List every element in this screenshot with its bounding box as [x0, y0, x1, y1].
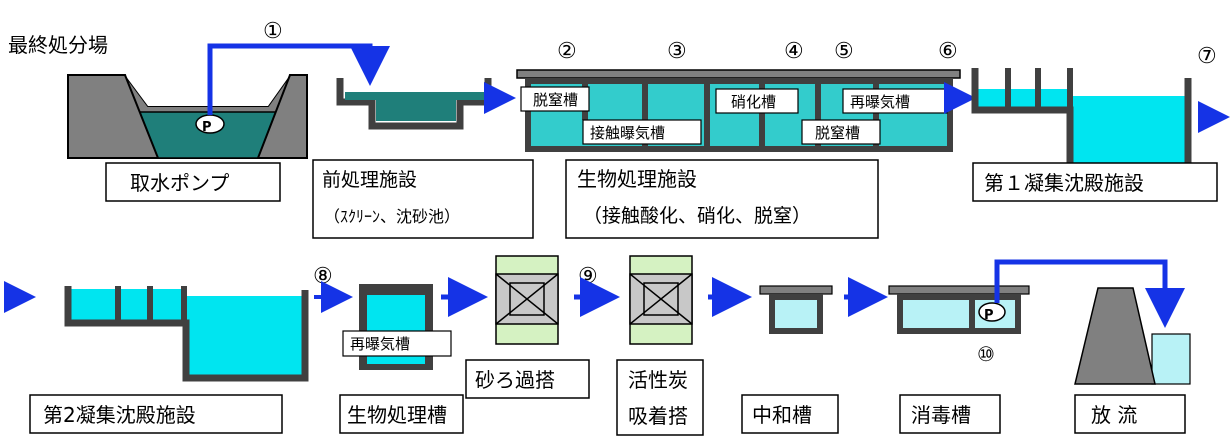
svg-text:取水ポンプ: 取水ポンプ [130, 171, 229, 195]
coag1-tank [971, 68, 1192, 172]
step-marker-10: ⑩ [977, 342, 995, 366]
step-marker-9: ⑨ [578, 264, 598, 289]
svg-text:P: P [984, 308, 994, 323]
step-marker-8: ⑧ [313, 264, 333, 289]
coag2-tank [64, 286, 309, 382]
label-bio-treatment: 生物処理施設 （接触酸化、硝化、脱窒） [565, 159, 879, 239]
svg-text:接触曝気槽: 接触曝気槽 [590, 124, 665, 142]
svg-text:（ｽｸﾘｰﾝ、沈砂池）: （ｽｸﾘｰﾝ、沈砂池） [324, 207, 460, 226]
tank-label-contact-aeration: 接触曝気槽 [582, 119, 702, 145]
label-discharge: 放 流 [1074, 394, 1186, 434]
svg-text:吸着搭: 吸着搭 [628, 404, 688, 428]
svg-text:P: P [202, 120, 212, 135]
svg-text:硝化槽: 硝化槽 [731, 93, 776, 111]
pretreatment-tank [336, 78, 492, 130]
label-neutralization: 中和槽 [741, 394, 839, 434]
tank-label-denitrification-2: 脱窒槽 [801, 119, 881, 145]
svg-text:脱窒槽: 脱窒槽 [815, 124, 860, 142]
step-marker-7: ⑦ [1197, 44, 1217, 69]
landfill-pit [67, 74, 308, 159]
step-marker-1: ① [263, 19, 283, 44]
discharge-embankment [1074, 287, 1191, 385]
label-coag2: 第2凝集沈殿施設 [29, 394, 283, 434]
intake-pipe [207, 43, 390, 115]
label-disinfection: 消毒槽 [899, 394, 1001, 434]
discharge-pump-symbol: P [978, 302, 1006, 323]
svg-text:砂ろ過搭: 砂ろ過搭 [475, 368, 555, 392]
svg-text:再曝気槽: 再曝気槽 [350, 335, 410, 353]
step-marker-3: ③ [667, 39, 687, 64]
bio-tank [359, 284, 433, 370]
label-sand-filter: 砂ろ過搭 [465, 359, 590, 399]
tank-label-nitrification: 硝化槽 [715, 88, 799, 114]
svg-text:（接触酸化、硝化、脱窒）: （接触酸化、硝化、脱窒） [583, 205, 811, 227]
disinfection-tank [888, 285, 1030, 334]
svg-text:脱窒槽: 脱窒槽 [533, 91, 578, 109]
sand-filter-tower [495, 255, 559, 345]
step-marker-2: ② [557, 39, 577, 64]
label-activated-carbon: 活性炭 吸着搭 [616, 359, 704, 436]
step-marker-6: ⑥ [938, 39, 958, 64]
svg-text:生物処理槽: 生物処理槽 [347, 403, 447, 427]
svg-text:生物処理施設: 生物処理施設 [577, 167, 697, 191]
svg-text:消毒槽: 消毒槽 [911, 403, 971, 427]
label-pretreatment: 前処理施設 （ｽｸﾘｰﾝ、沈砂池） [312, 159, 534, 239]
tank-label-denitrification-1: 脱窒槽 [520, 86, 590, 112]
svg-text:放 流: 放 流 [1091, 403, 1137, 427]
svg-text:前処理施設: 前処理施設 [322, 169, 417, 191]
discharge-pipe [994, 259, 1185, 328]
tank-label-reaeration-1: 再曝気槽 [842, 88, 948, 114]
site-label: 最終処分場 [8, 33, 108, 57]
neutralization-tank [759, 285, 833, 334]
svg-text:中和槽: 中和槽 [752, 403, 812, 427]
label-intake-pump: 取水ポンプ [105, 162, 281, 202]
label-bio-tank: 生物処理槽 [339, 394, 464, 434]
step-marker-5: ⑤ [834, 39, 854, 64]
svg-text:再曝気槽: 再曝気槽 [850, 93, 910, 111]
svg-text:第１凝集沈殿施設: 第１凝集沈殿施設 [984, 171, 1144, 195]
svg-text:第2凝集沈殿施設: 第2凝集沈殿施設 [43, 403, 196, 427]
tank-label-reaeration-2: 再曝気槽 [342, 330, 452, 357]
activated-carbon-tower [629, 255, 693, 345]
step-marker-4: ④ [784, 39, 804, 64]
label-coag1: 第１凝集沈殿施設 [972, 162, 1218, 202]
svg-text:活性炭: 活性炭 [628, 368, 688, 392]
